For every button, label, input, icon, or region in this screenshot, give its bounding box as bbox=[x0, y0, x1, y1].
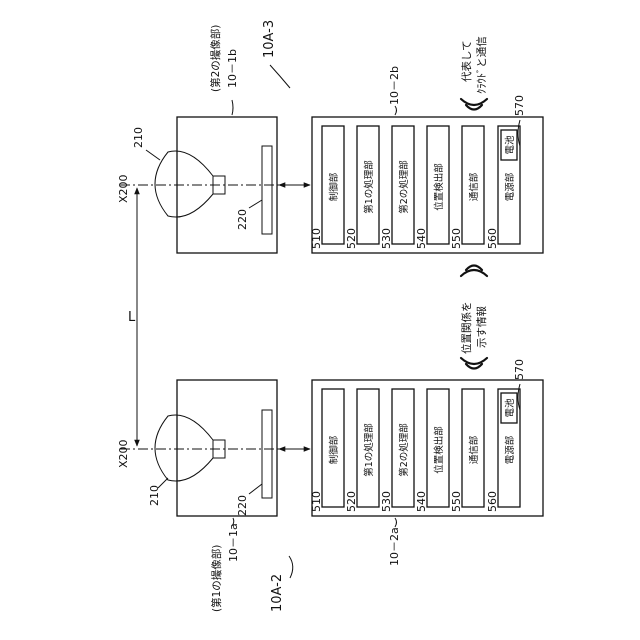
camera-ref-second-leader bbox=[232, 100, 233, 115]
sensor-ref-first: 220 bbox=[236, 495, 249, 516]
system-ref-left-leader bbox=[289, 556, 293, 578]
controller-ref-first-leader bbox=[395, 518, 397, 527]
battery-ref-second: 570 bbox=[513, 95, 526, 116]
block-ref-540-second: 540 bbox=[415, 228, 428, 249]
representative-text-line2: ｸﾗｳﾄﾞと通信 bbox=[476, 36, 488, 94]
broadcast-text-line1: 位置関係を bbox=[460, 302, 473, 355]
lens-ref-second: 210 bbox=[132, 127, 145, 148]
block-name-540-first: 位置検出部 bbox=[433, 426, 445, 474]
system-ref-left: 10A-2 bbox=[270, 574, 285, 612]
radio-waves-top bbox=[461, 99, 487, 110]
controller-ref-second-leader bbox=[395, 106, 397, 115]
block-ref-530-second: 530 bbox=[380, 228, 393, 249]
camera-unit-first bbox=[120, 380, 292, 516]
block-ref-550-second: 550 bbox=[450, 228, 463, 249]
lens-ref-second-leader bbox=[146, 150, 160, 160]
lens-ref-first-leader bbox=[158, 478, 168, 488]
block-name-520-second: 第1の処理部 bbox=[363, 160, 375, 214]
system-ref-right: 10A-3 bbox=[262, 20, 277, 58]
controller-unit-second: 制御部 510 第1の処理部 520 第2の処理部 530 位置検出部 540 通信部 550 電源… bbox=[310, 117, 543, 253]
axis-label-second: X200 bbox=[117, 174, 130, 203]
block-name-550-second: 通信部 bbox=[468, 173, 480, 202]
battery-label-first: 電池 bbox=[504, 398, 516, 418]
camera-unit-second bbox=[120, 117, 292, 253]
block-ref-520-second: 520 bbox=[345, 228, 358, 249]
block-name-560-second: 電源部 bbox=[504, 173, 516, 202]
block-ref-510-second: 510 bbox=[310, 228, 323, 249]
block-name-510-first: 制御部 bbox=[328, 436, 340, 465]
distance-label: L bbox=[128, 310, 136, 325]
block-name-510-second: 制御部 bbox=[328, 173, 340, 202]
block-ref-560-second: 560 bbox=[486, 228, 499, 249]
block-name-550-first: 通信部 bbox=[468, 436, 480, 465]
controller-ref-second: 10－2b bbox=[388, 66, 401, 105]
battery-ref-first: 570 bbox=[513, 359, 526, 380]
camera-desc-first: (第1の撮像部) bbox=[210, 545, 223, 612]
battery-label-second: 電池 bbox=[504, 135, 516, 155]
block-ref-520-first: 520 bbox=[345, 491, 358, 512]
axis-label-first: X200 bbox=[117, 439, 130, 468]
lens-ref-first: 210 bbox=[148, 485, 161, 506]
camera-desc-second: (第2の撮像部) bbox=[209, 25, 222, 92]
block-ref-550-first: 550 bbox=[450, 491, 463, 512]
controller-unit-first: 制御部 510 第1の処理部 520 第2の処理部 530 位置検出部 540 通信部 550 電源… bbox=[310, 380, 543, 516]
camera-ref-first: 10－1a bbox=[227, 523, 240, 562]
block-name-530-first: 第2の処理部 bbox=[398, 423, 410, 477]
representative-text-line1: 代表して bbox=[460, 40, 473, 82]
block-name-540-second: 位置検出部 bbox=[433, 163, 445, 211]
controller-ref-first: 10－2a bbox=[388, 527, 401, 566]
sensor-ref-second: 220 bbox=[236, 209, 249, 230]
broadcast-text-line2: 示す情報 bbox=[475, 306, 488, 348]
block-ref-560-first: 560 bbox=[486, 491, 499, 512]
block-name-520-first: 第1の処理部 bbox=[363, 423, 375, 477]
block-name-560-first: 電源部 bbox=[504, 436, 516, 465]
camera-ref-second: 10－1b bbox=[226, 49, 239, 88]
system-ref-right-leader bbox=[270, 65, 290, 88]
block-name-530-second: 第2の処理部 bbox=[398, 160, 410, 214]
block-ref-530-first: 530 bbox=[380, 491, 393, 512]
block-ref-540-first: 540 bbox=[415, 491, 428, 512]
block-ref-510-first: 510 bbox=[310, 491, 323, 512]
